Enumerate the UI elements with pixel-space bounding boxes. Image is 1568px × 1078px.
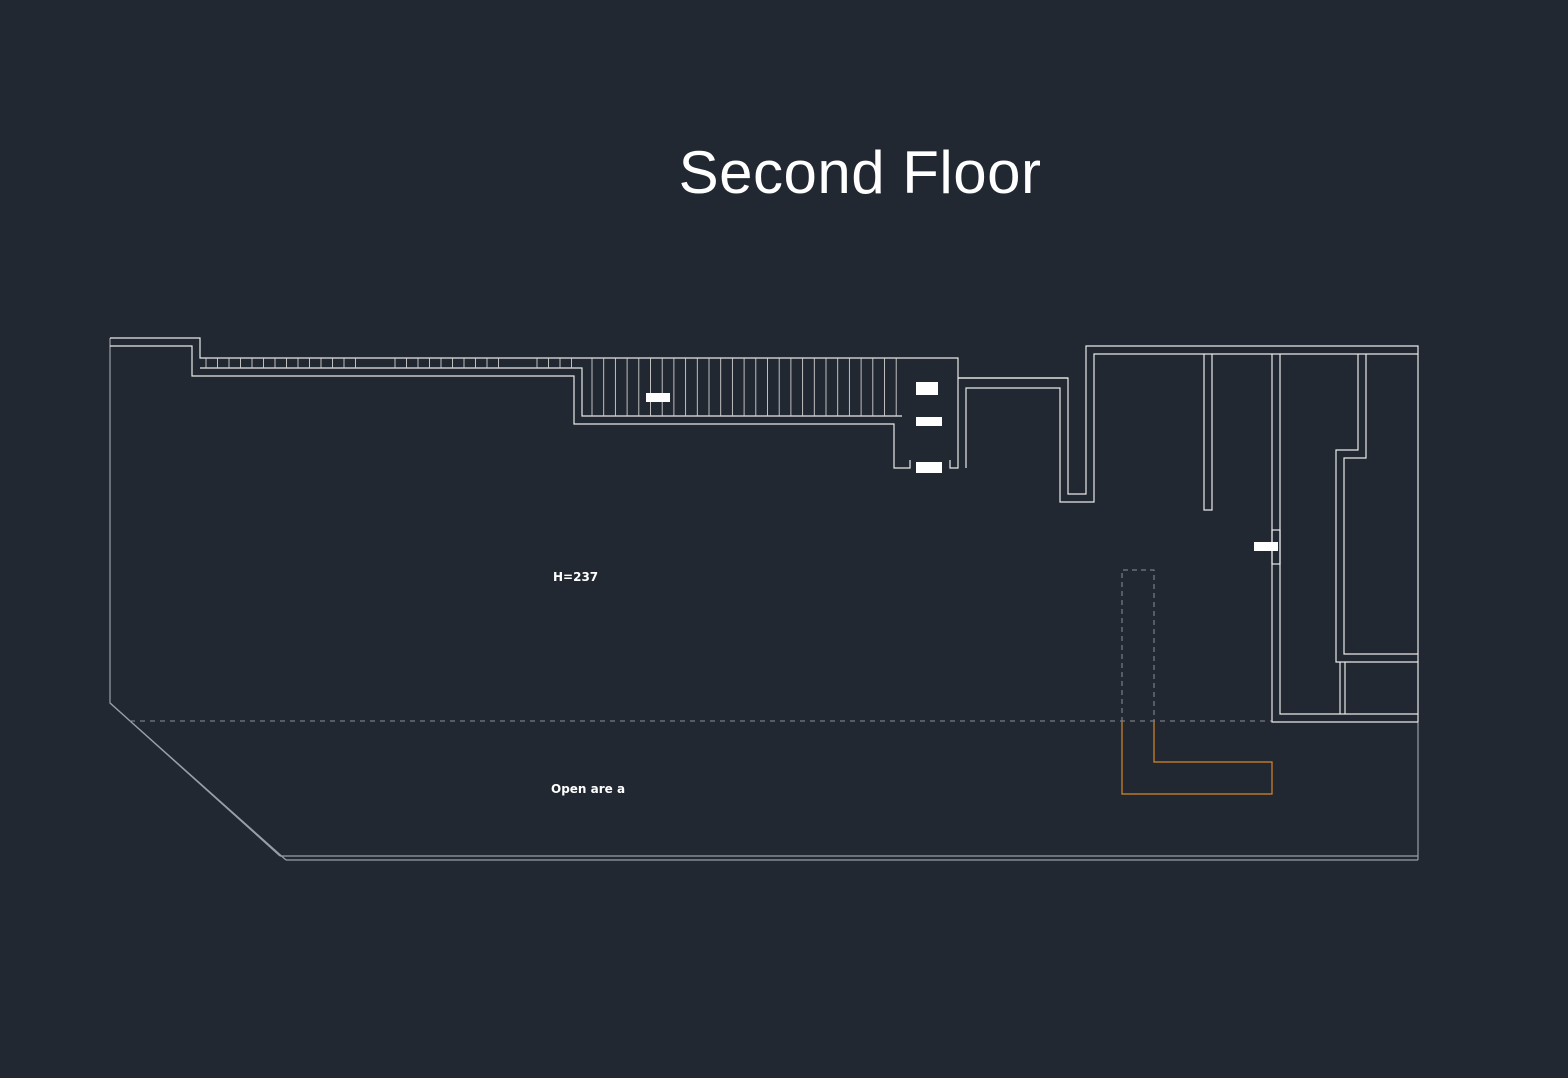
outer-bottom-wall-edge — [109, 702, 287, 861]
highlighted-element — [1121, 722, 1273, 795]
partition-wall-c — [1279, 354, 1418, 715]
window-marker-2 — [916, 382, 938, 395]
hidden-column-outline — [1121, 569, 1155, 722]
window-marker-5 — [1254, 542, 1278, 551]
window-marker-4 — [916, 462, 942, 473]
closet-wall — [1335, 354, 1418, 663]
window-marker-3 — [916, 417, 942, 426]
interior-walls — [1203, 354, 1418, 723]
north-wall — [110, 337, 1419, 722]
partition-wall-a — [1203, 354, 1213, 511]
closet-wall-inner — [1343, 354, 1418, 655]
open-area-label: Open are a — [551, 782, 625, 796]
opening-markers — [646, 382, 1278, 551]
stair-treads — [205, 358, 897, 416]
window-marker-1 — [646, 393, 670, 402]
building-outline — [109, 338, 1419, 861]
height-label: H=237 — [553, 570, 598, 584]
partition-wall-b — [1271, 354, 1418, 723]
